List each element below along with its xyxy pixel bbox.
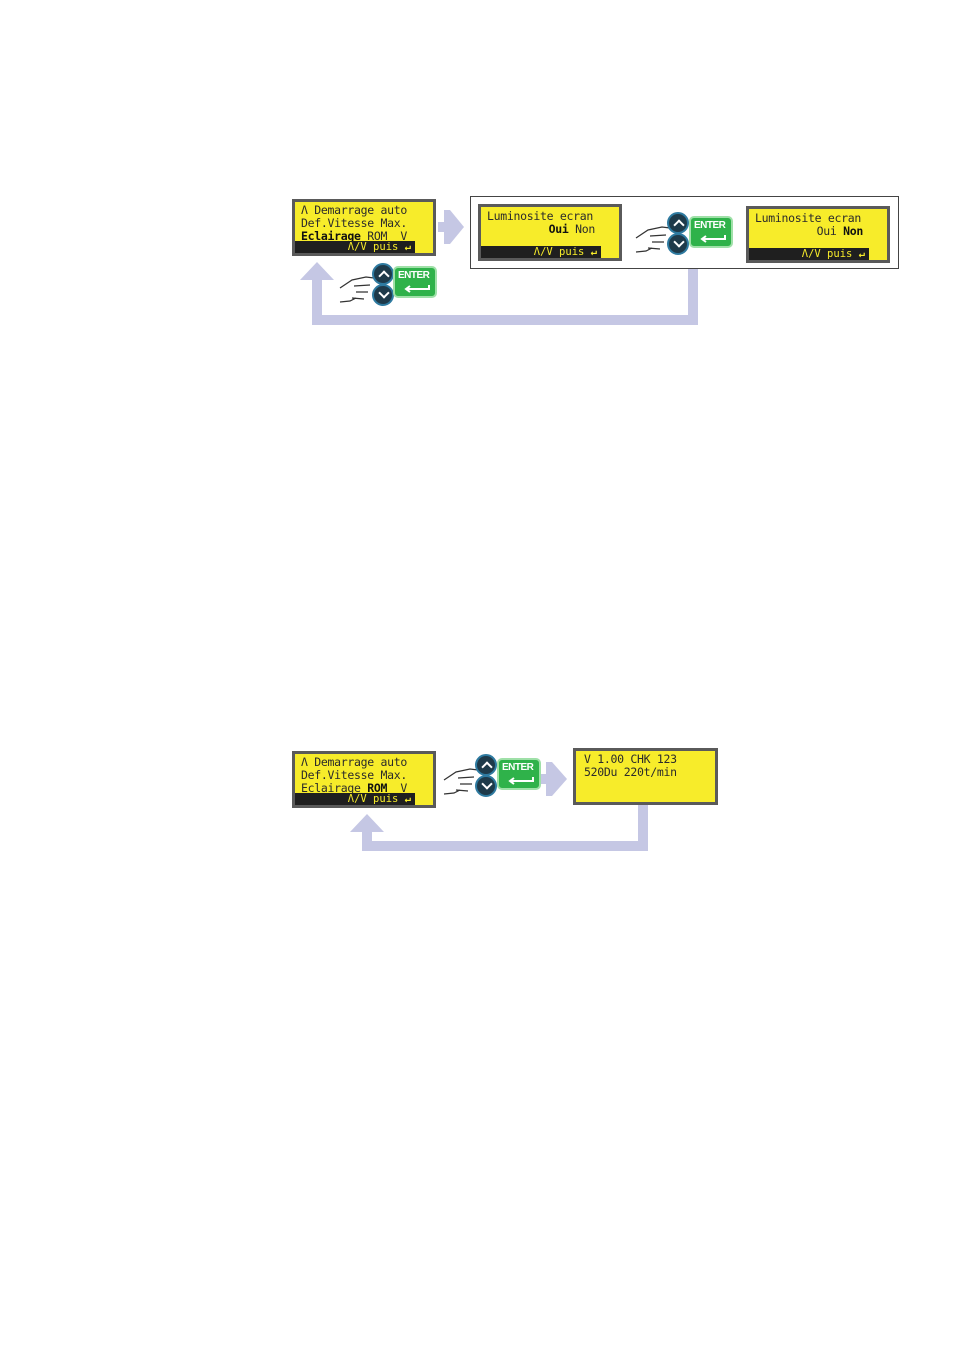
enter-glyph-icon: ↵ xyxy=(858,248,865,260)
option-oui: Oui xyxy=(816,224,837,238)
menu-status-bar: Λ/V puis ↵ xyxy=(295,793,433,805)
loop-arrow-head-2 xyxy=(350,814,384,832)
return-arrow-icon xyxy=(404,285,430,293)
menu-down-indicator: V xyxy=(400,229,407,243)
brightness-options-a: Oui Non xyxy=(487,223,615,236)
menu-status-bar: Λ/V puis ↵ xyxy=(295,241,433,253)
lcd-corner xyxy=(869,248,887,260)
menu-item-eclairage: Eclairage xyxy=(301,781,361,795)
brightness-title-a: Luminosite ecran xyxy=(487,209,593,223)
enter-glyph-icon: ↵ xyxy=(590,246,597,258)
menu-line-3: Eclairage ROM V xyxy=(301,230,429,243)
lcd-corner xyxy=(601,246,619,258)
option-non-selected: Non xyxy=(843,224,863,238)
menu-line-3: Eclairage ROM V xyxy=(301,782,429,795)
menu-lcd-screen: Λ Demarrage auto Def.Vitesse Max. Eclair… xyxy=(292,199,436,256)
brightness-options-b: Oui Non xyxy=(755,225,883,238)
enter-key-icon[interactable]: ENTER xyxy=(689,216,733,248)
brightness-status-bar-a: Λ/V puis ↵ xyxy=(481,246,619,258)
lcd-corner xyxy=(415,793,433,805)
brightness-group-frame xyxy=(470,196,899,269)
loop-line-left-2 xyxy=(362,828,372,851)
menu-lcd-screen-2: Λ Demarrage auto Def.Vitesse Max. Eclair… xyxy=(292,751,436,808)
enter-key-label: ENTER xyxy=(694,220,726,231)
forward-arrow-head xyxy=(444,210,464,244)
return-arrow-icon xyxy=(508,777,534,785)
menu-value-rom: ROM xyxy=(367,229,388,243)
version-lcd-screen: V 1.00 CHK 123 520Du 220t/min xyxy=(573,748,718,805)
version-line-1: V 1.00 CHK 123 xyxy=(584,752,677,766)
menu-status-text: Λ/V puis xyxy=(347,241,399,253)
menu-status-text: Λ/V puis xyxy=(347,793,399,805)
option-oui-selected: Oui xyxy=(548,222,569,236)
loop-line-right-2 xyxy=(638,800,648,851)
enter-key-label: ENTER xyxy=(502,762,534,773)
loop-line-left xyxy=(312,278,322,325)
menu-down-indicator: V xyxy=(400,781,407,795)
down-arrow-key-icon[interactable] xyxy=(475,775,497,797)
loop-line-bottom xyxy=(312,315,698,325)
forward-arrow-head-2 xyxy=(546,762,567,796)
return-arrow-icon xyxy=(700,235,726,243)
menu-item-eclairage: Eclairage xyxy=(301,229,361,243)
enter-glyph-icon: ↵ xyxy=(404,793,411,805)
version-line-2: 520Du 220t/min xyxy=(584,765,677,779)
up-arrow-key-icon[interactable] xyxy=(475,754,497,776)
menu-value-rom-selected: ROM xyxy=(367,781,388,795)
loop-arrow-head xyxy=(300,262,334,280)
down-arrow-key-icon[interactable] xyxy=(667,233,689,255)
loop-line-right xyxy=(688,268,698,324)
brightness-status-text-b: Λ/V puis xyxy=(801,248,853,260)
enter-key-label: ENTER xyxy=(398,270,430,281)
loop-line-bottom-2 xyxy=(362,841,648,851)
menu-line-2: Def.Vitesse Max. xyxy=(301,216,407,230)
brightness-status-bar-b: Λ/V puis ↵ xyxy=(749,248,887,260)
enter-key-icon[interactable]: ENTER xyxy=(497,758,541,790)
menu-line-1: Λ Demarrage auto xyxy=(301,203,407,217)
enter-key-icon[interactable]: ENTER xyxy=(393,266,437,298)
option-non: Non xyxy=(575,222,595,236)
brightness-title-b: Luminosite ecran xyxy=(755,211,861,225)
menu-line-2: Def.Vitesse Max. xyxy=(301,768,407,782)
lcd-corner xyxy=(415,241,433,253)
brightness-lcd-screen-b: Luminosite ecran Oui Non Λ/V puis ↵ xyxy=(746,206,890,263)
brightness-lcd-screen-a: Luminosite ecran Oui Non Λ/V puis ↵ xyxy=(478,204,622,261)
menu-line-1: Λ Demarrage auto xyxy=(301,755,407,769)
enter-glyph-icon: ↵ xyxy=(404,241,411,253)
brightness-status-text-a: Λ/V puis xyxy=(533,246,585,258)
